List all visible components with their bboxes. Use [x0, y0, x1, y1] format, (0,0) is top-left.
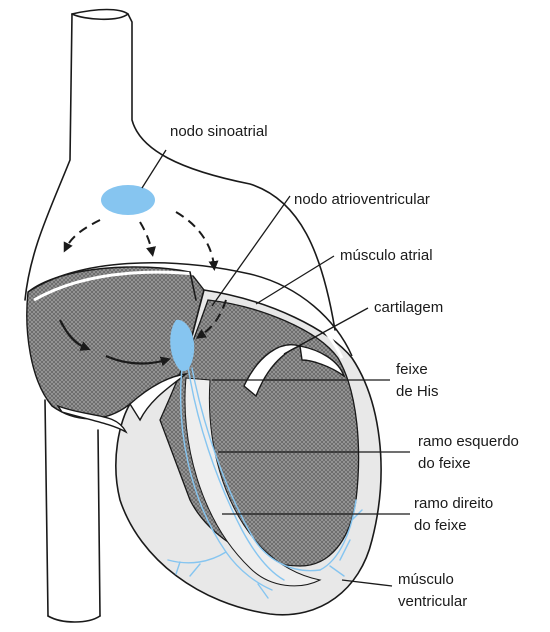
sinoatrial-node	[101, 185, 155, 215]
label-atrial-muscle: músculo atrial	[340, 247, 433, 264]
inferior-vena-cava-opening	[48, 616, 100, 622]
label-sinoatrial-node: nodo sinoatrial	[170, 123, 268, 140]
label-his-bundle-line1: feixe	[396, 361, 428, 378]
leader-av-node	[212, 196, 290, 306]
label-left-branch-line1: ramo esquerdo	[418, 433, 519, 450]
impulse-arrow-left	[66, 220, 100, 248]
label-ventricular-muscle-line2: ventricular	[398, 593, 467, 610]
vena-cava-opening	[72, 14, 128, 19]
label-left-branch-line2: do feixe	[418, 455, 471, 472]
impulse-arrow-center	[140, 222, 152, 252]
inferior-vena-cava	[45, 400, 100, 616]
leader-sa-node	[142, 150, 166, 188]
label-atrioventricular-node: nodo atrioventricular	[294, 191, 430, 208]
label-right-branch-line1: ramo direito	[414, 495, 493, 512]
superior-vena-cava-left-wall	[25, 14, 72, 300]
label-ventricular-muscle-line1: músculo	[398, 571, 454, 588]
label-right-branch-line2: do feixe	[414, 517, 467, 534]
impulse-arrow-right	[176, 212, 214, 266]
label-his-bundle-line2: de His	[396, 383, 439, 400]
label-cartilage: cartilagem	[374, 299, 443, 316]
